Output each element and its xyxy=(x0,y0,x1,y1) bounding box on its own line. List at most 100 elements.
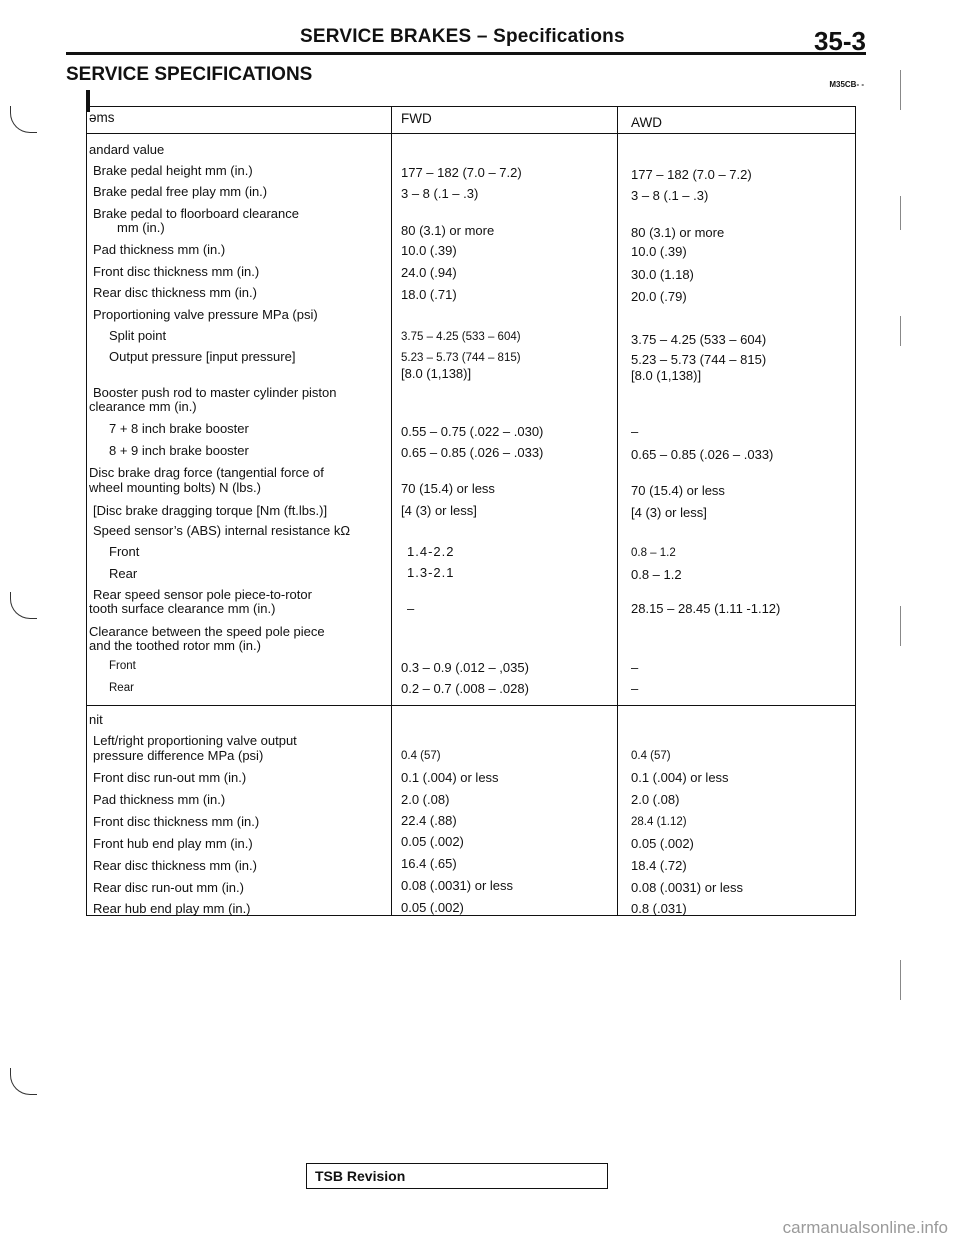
row-fwd: 0.65 – 0.85 (.026 – .033) xyxy=(401,445,544,460)
row-label: Rear disc run-out mm (in.) xyxy=(93,880,244,895)
tsb-revision-box: TSB Revision xyxy=(306,1163,608,1189)
header-awd: AWD xyxy=(631,115,662,130)
page-number: 35-3 xyxy=(813,26,866,56)
row-label: Brake pedal height mm (in.) xyxy=(93,163,253,178)
row-awd: 0.8 – 1.2 xyxy=(631,567,682,582)
row-label: wheel mounting bolts) N (lbs.) xyxy=(89,480,261,495)
row-label: Front disc thickness mm (in.) xyxy=(93,814,260,829)
row-fwd: 10.0 (.39) xyxy=(401,243,457,258)
row-label: 8 + 9 inch brake booster xyxy=(109,443,249,458)
row-fwd: 0.4 (57) xyxy=(401,750,441,762)
row-label: Pad thickness mm (in.) xyxy=(93,792,226,807)
row-awd: 18.4 (.72) xyxy=(631,858,687,873)
row-fwd: 0.2 – 0.7 (.008 – .028) xyxy=(401,681,529,696)
row-fwd: 1.4-2.2 xyxy=(407,544,455,559)
row-label: Rear hub end play mm (in.) xyxy=(93,901,251,916)
header-divider xyxy=(87,133,855,134)
row-awd: – xyxy=(631,424,639,439)
row-fwd: 3.75 – 4.25 (533 – 604) xyxy=(401,331,521,343)
header-rule xyxy=(66,52,866,55)
row-awd: 0.65 – 0.85 (.026 – .033) xyxy=(631,447,774,462)
row-fwd: 80 (3.1) or more xyxy=(401,223,495,238)
binding-mark-middle xyxy=(10,592,37,619)
column-divider-2 xyxy=(617,107,618,915)
row-awd: 0.8 (.031) xyxy=(631,901,687,916)
row-label: Front hub end play mm (in.) xyxy=(93,836,253,851)
row-label: Front xyxy=(109,544,140,559)
row-awd: 2.0 (.08) xyxy=(631,792,680,807)
limit-divider xyxy=(87,705,855,706)
row-label: Split point xyxy=(109,328,167,343)
row-label: Rear xyxy=(109,566,138,581)
row-awd: 80 (3.1) or more xyxy=(631,225,725,240)
row-fwd: [8.0 (1,138)] xyxy=(401,366,472,381)
row-label: Booster push rod to master cylinder pist… xyxy=(93,385,337,400)
margin-mark xyxy=(900,196,901,230)
row-fwd: 0.05 (.002) xyxy=(401,834,464,849)
row-awd: 70 (15.4) or less xyxy=(631,483,725,498)
row-label: Left/right proportioning valve output xyxy=(93,733,297,748)
row-label: Output pressure [input pressure] xyxy=(109,349,296,364)
standard-value-label: andard value xyxy=(89,142,165,157)
row-fwd: 3 – 8 (.1 – .3) xyxy=(401,186,479,201)
row-awd: 5.23 – 5.73 (744 – 815) xyxy=(631,352,767,367)
row-awd: 10.0 (.39) xyxy=(631,244,687,259)
row-awd: 0.8 – 1.2 xyxy=(631,547,676,559)
header-fwd: FWD xyxy=(401,111,432,126)
binding-mark-top xyxy=(10,106,37,133)
row-awd: [4 (3) or less] xyxy=(631,505,707,520)
row-awd: 30.0 (1.18) xyxy=(631,267,694,282)
row-label: Front disc thickness mm (in.) xyxy=(93,264,260,279)
row-label: Speed sensor’s (ABS) internal resistance… xyxy=(93,523,351,538)
row-label: Rear disc thickness mm (in.) xyxy=(93,285,257,300)
row-awd: 3 – 8 (.1 – .3) xyxy=(631,188,709,203)
row-label: and the toothed rotor mm (in.) xyxy=(89,638,261,653)
row-fwd: 0.1 (.004) or less xyxy=(401,770,499,785)
row-awd: [8.0 (1,138)] xyxy=(631,368,702,383)
row-label: Clearance between the speed pole piece xyxy=(89,624,325,639)
row-label: Brake pedal free play mm (in.) xyxy=(93,184,268,199)
row-fwd: 22.4 (.88) xyxy=(401,813,457,828)
margin-mark xyxy=(900,316,901,346)
row-awd: 28.15 – 28.45 (1.11 -1.12) xyxy=(631,601,781,616)
row-fwd: 5.23 – 5.73 (744 – 815) xyxy=(401,352,521,364)
row-awd: – xyxy=(631,681,639,696)
header-items: əms xyxy=(89,110,115,125)
row-fwd: 24.0 (.94) xyxy=(401,265,457,280)
row-awd: 28.4 (1.12) xyxy=(631,816,687,828)
row-fwd: 0.08 (.0031) or less xyxy=(401,878,514,893)
row-fwd: 18.0 (.71) xyxy=(401,287,457,302)
row-label: Proportioning valve pressure MPa (psi) xyxy=(93,307,318,322)
row-label: Rear disc thickness mm (in.) xyxy=(93,858,257,873)
row-fwd: 16.4 (.65) xyxy=(401,856,457,871)
row-fwd: 1.3-2.1 xyxy=(407,565,455,580)
watermark: carmanualsonline.info xyxy=(782,1218,948,1237)
row-label: Pad thickness mm (in.) xyxy=(93,242,226,257)
row-awd: 0.4 (57) xyxy=(631,750,671,762)
section-code: M35CB- - xyxy=(829,80,864,89)
row-awd: 0.05 (.002) xyxy=(631,836,694,851)
row-label: 7 + 8 inch brake booster xyxy=(109,421,249,436)
binding-mark-bottom xyxy=(10,1068,37,1095)
row-fwd: – xyxy=(407,601,415,616)
row-fwd: 0.05 (.002) xyxy=(401,900,464,915)
margin-mark xyxy=(900,606,901,646)
header-title: SERVICE BRAKES – Specifications xyxy=(300,26,625,47)
table-corner-bar xyxy=(86,90,90,112)
row-fwd: 177 – 182 (7.0 – 7.2) xyxy=(401,165,522,180)
row-awd: 177 – 182 (7.0 – 7.2) xyxy=(631,167,752,182)
row-label: mm (in.) xyxy=(117,220,165,235)
limit-label: nit xyxy=(89,712,103,727)
row-fwd: 0.55 – 0.75 (.022 – .030) xyxy=(401,424,544,439)
row-label: [Disc brake dragging torque [Nm (ft.lbs.… xyxy=(93,503,328,518)
spec-table: əms FWD AWD andard value Brake pedal hei… xyxy=(86,106,856,916)
row-label: Disc brake drag force (tangential force … xyxy=(89,465,324,480)
margin-mark xyxy=(900,70,901,110)
row-awd: 3.75 – 4.25 (533 – 604) xyxy=(631,332,767,347)
margin-mark xyxy=(900,960,901,1000)
page-header: SERVICE BRAKES – Specifications 35-3 xyxy=(66,26,866,56)
row-label: Front xyxy=(109,660,136,672)
row-label: Rear xyxy=(109,682,134,694)
row-awd: 20.0 (.79) xyxy=(631,289,687,304)
row-label: pressure difference MPa (psi) xyxy=(93,748,264,763)
